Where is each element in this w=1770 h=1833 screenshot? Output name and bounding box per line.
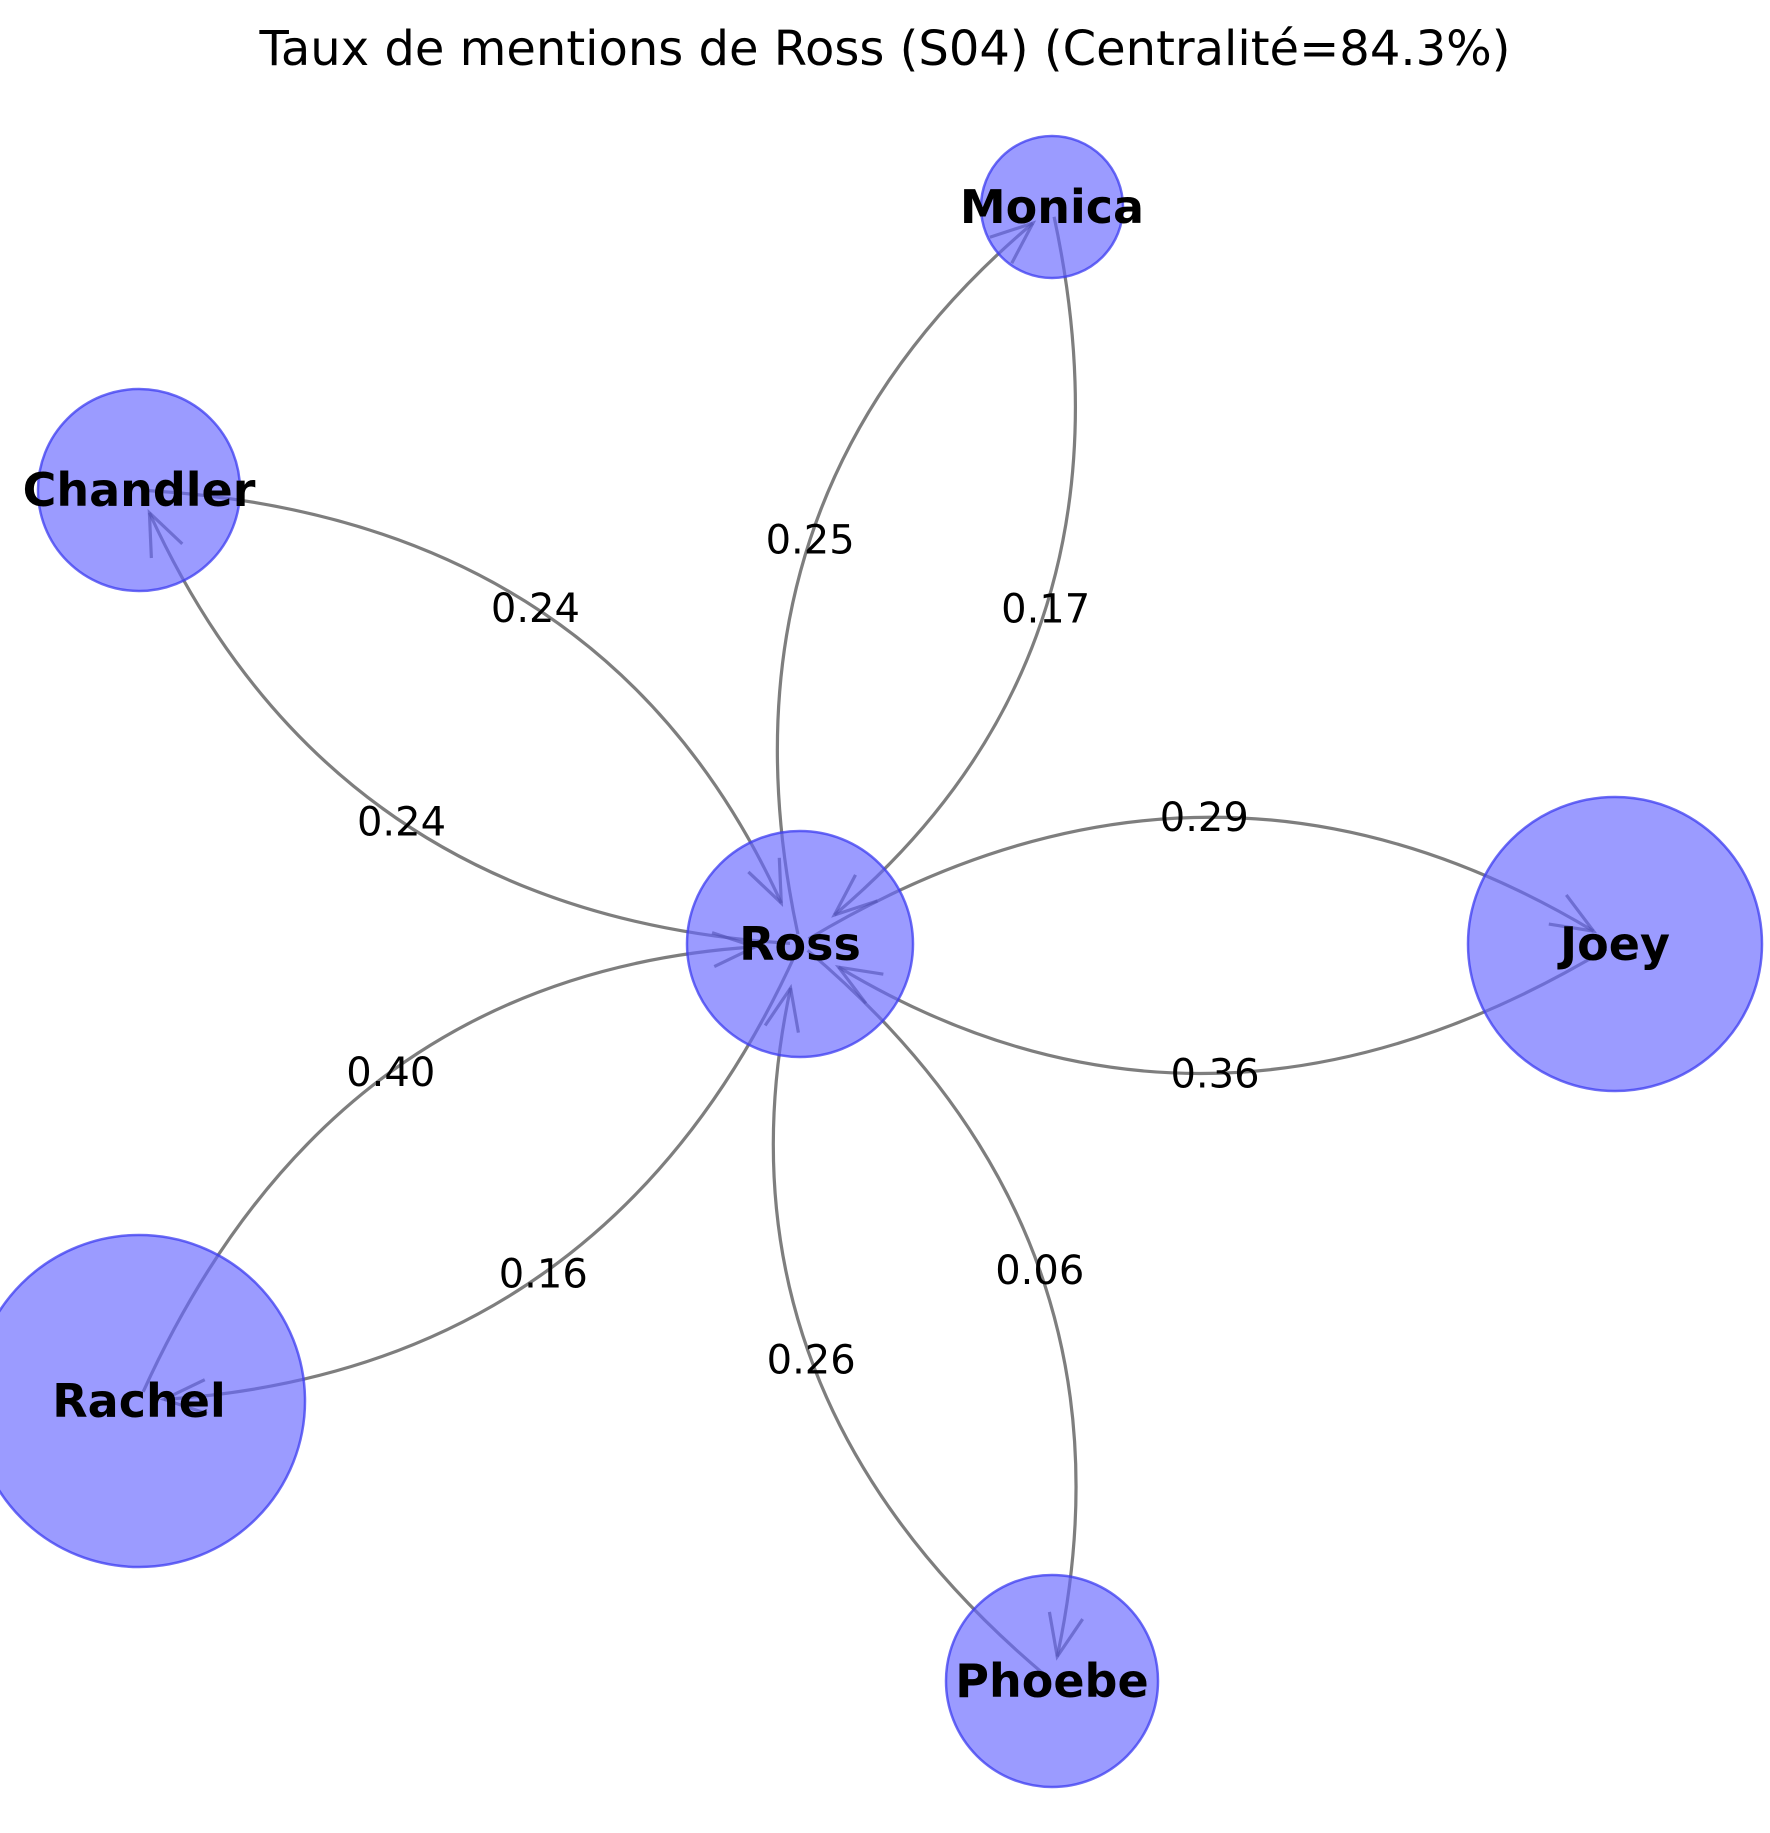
- edge-line: [807, 815, 1595, 941]
- node-circle: [1466, 795, 1764, 1093]
- node-label: Monica: [960, 180, 1144, 234]
- node-circle: [0, 1233, 307, 1569]
- edge-line: [775, 221, 1034, 935]
- edge-label: 0.24: [357, 800, 446, 846]
- edge-monica-to-ross: [831, 216, 1077, 918]
- node-joey: Joey: [1466, 795, 1764, 1093]
- edge-label: 0.29: [1160, 795, 1249, 841]
- edge-labels-layer: 0.25 0.17 0.24 0.24 0.29 0.36 0.16 0.40 0.06 0.26: [346, 517, 1259, 1383]
- node-circle: [36, 387, 242, 593]
- node-label: Rachel: [52, 1374, 225, 1428]
- edge-ross-to-phoebe: [806, 949, 1084, 1661]
- diagram-title: Taux de mentions de Ross (S04) (Centrali…: [258, 21, 1510, 77]
- edge-label: 0.17: [1001, 586, 1090, 632]
- node-label: Ross: [739, 917, 861, 971]
- edge-line: [147, 512, 791, 945]
- edge-line: [771, 987, 1046, 1676]
- edge-line: [806, 949, 1078, 1657]
- edge-label: 0.36: [1170, 1051, 1259, 1097]
- edge-ross-to-monica: [775, 220, 1037, 935]
- edge-label: 0.40: [346, 1050, 435, 1096]
- edge-line: [148, 489, 783, 904]
- edge-label: 0.24: [491, 586, 580, 632]
- edge-label: 0.26: [767, 1338, 856, 1384]
- edge-line: [833, 216, 1077, 917]
- node-chandler: Chandler: [23, 387, 256, 593]
- node-phoebe: Phoebe: [944, 1573, 1160, 1789]
- edge-chandler-to-ross: [148, 489, 784, 907]
- node-ross: Ross: [685, 829, 915, 1059]
- edge-label: 0.25: [766, 517, 855, 563]
- edge-phoebe-to-ross: [763, 983, 1046, 1676]
- node-label: Joey: [1557, 917, 1670, 971]
- node-label: Chandler: [23, 463, 256, 517]
- node-circle: [685, 829, 915, 1059]
- node-rachel: Rachel: [0, 1233, 307, 1569]
- edge-label: 0.16: [499, 1252, 588, 1298]
- edge-ross-to-chandler: [147, 508, 791, 945]
- node-label: Phoebe: [955, 1654, 1148, 1708]
- node-circle: [979, 134, 1125, 280]
- node-circle: [944, 1573, 1160, 1789]
- node-monica: Monica: [960, 134, 1144, 280]
- edge-label: 0.06: [995, 1248, 1084, 1294]
